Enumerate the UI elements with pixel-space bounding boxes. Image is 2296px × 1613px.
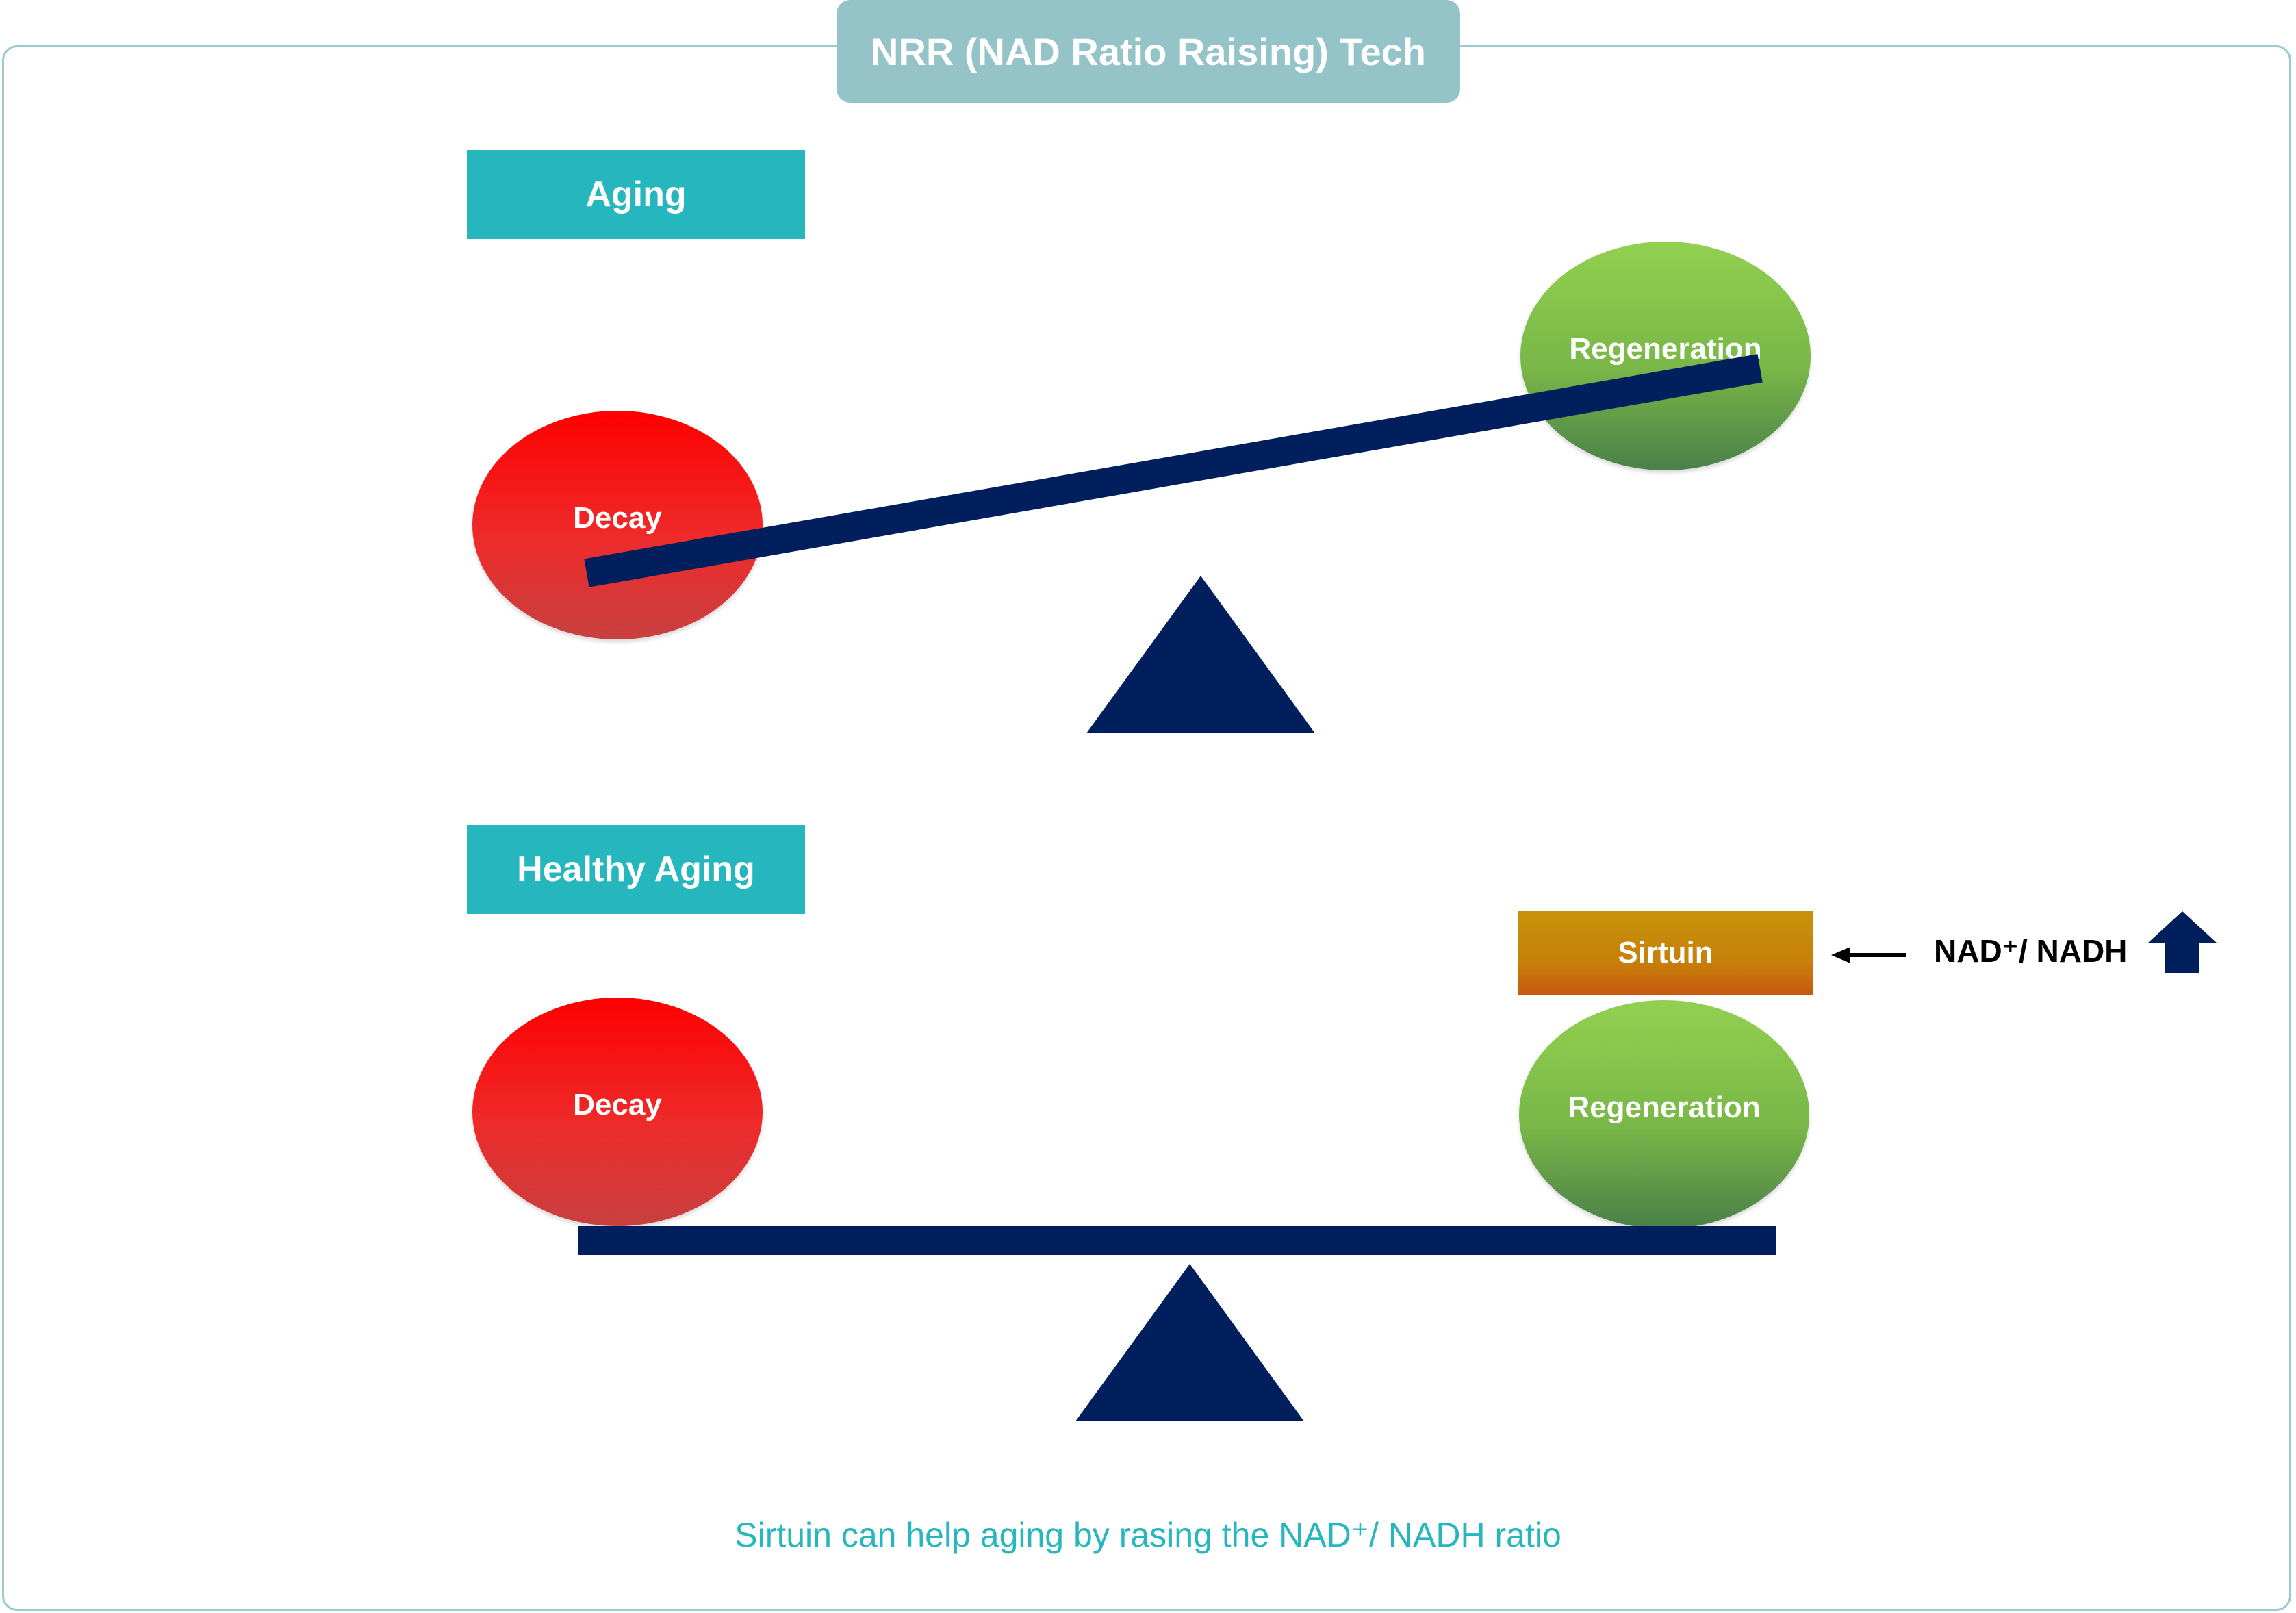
healthy-seesaw-beam	[578, 1226, 1776, 1255]
aging-label: Aging	[467, 150, 805, 239]
left-arrow-icon	[1831, 947, 1906, 963]
healthy-aging-label: Healthy Aging	[467, 825, 805, 914]
diagram-title: NRR (NAD Ratio Raising) Tech	[837, 0, 1460, 103]
healthy-regeneration-label: Regeneration	[1568, 1091, 1761, 1124]
caption: Sirtuin can help aging by rasing the NAD…	[735, 1516, 1561, 1554]
healthy-decay-label: Decay	[573, 1088, 662, 1121]
aging-regeneration-ball: Regeneration	[1520, 242, 1811, 470]
aging-decay-label: Decay	[573, 501, 662, 535]
aging-fulcrum	[1086, 576, 1315, 733]
sirtuin-box: Sirtuin	[1518, 911, 1813, 995]
healthy-decay-ball: Decay	[472, 998, 763, 1226]
healthy-regeneration-ball: Regeneration	[1519, 1000, 1809, 1229]
nad-ratio-label: NAD⁺/ NADH	[1934, 933, 2128, 969]
up-arrow-icon	[2148, 911, 2217, 973]
healthy-fulcrum	[1075, 1264, 1304, 1421]
aging-decay-ball: Decay	[472, 411, 763, 639]
